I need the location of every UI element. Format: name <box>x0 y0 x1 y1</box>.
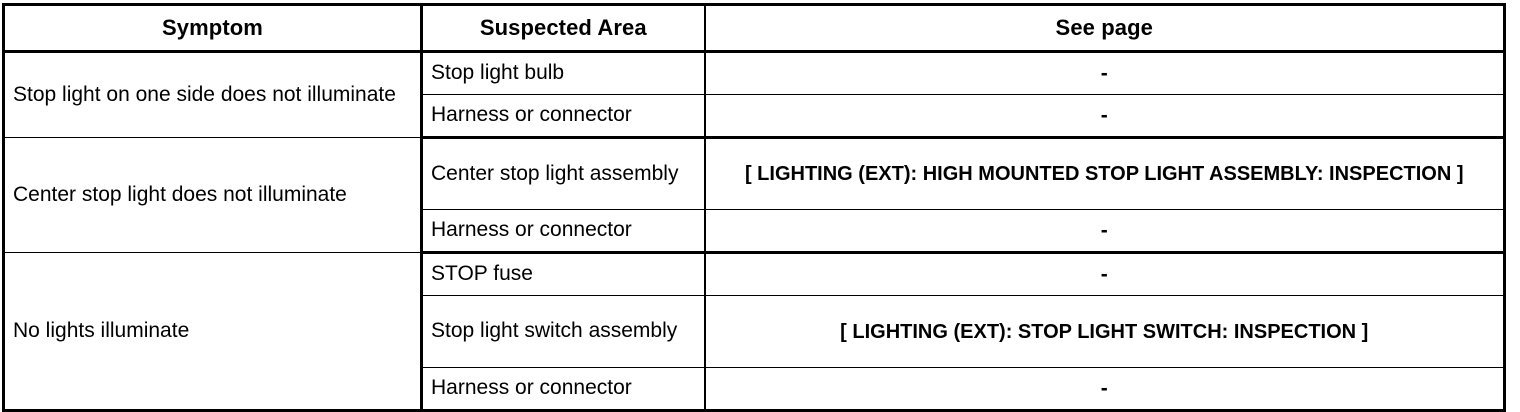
suspected-area-cell: Harness or connector <box>421 94 706 139</box>
see-page-cell: - <box>704 51 1505 95</box>
see-page-cell: [ LIGHTING (EXT): STOP LIGHT SWITCH: INS… <box>704 295 1505 368</box>
suspected-area-cell: Harness or connector <box>421 367 706 411</box>
table-row: Center stop light does not illuminate Ce… <box>3 137 1505 253</box>
column-header-suspected-area: Suspected Area <box>421 4 706 53</box>
symptom-troubleshooting-table: Symptom Suspected Area See page Stop lig… <box>2 3 1506 412</box>
table-row: No lights illuminate STOP fuse - <box>3 252 1505 411</box>
table-row: Stop light switch assembly [ LIGHTING (E… <box>4 295 1505 368</box>
see-page-cell: - <box>704 367 1505 411</box>
column-header-see-page: See page <box>704 4 1505 53</box>
suspected-area-cell: STOP fuse <box>421 252 706 296</box>
suspected-area-cell: Stop light bulb <box>421 51 706 95</box>
suspected-area-cell: Stop light switch assembly <box>421 295 706 368</box>
table-body: Stop light on one side does not illumina… <box>3 51 1505 411</box>
suspected-area-cell: Harness or connector <box>421 209 706 254</box>
symptom-cell: Center stop light does not illuminate <box>3 137 423 253</box>
see-page-cell: - <box>704 252 1505 296</box>
table-row: Harness or connector - <box>4 367 1505 411</box>
see-page-cell: - <box>704 209 1505 254</box>
header-row: Symptom Suspected Area See page <box>3 4 1505 53</box>
see-page-cell: - <box>704 94 1505 139</box>
symptom-cell: No lights illuminate <box>3 252 423 411</box>
symptom-cell: Stop light on one side does not illumina… <box>3 51 423 138</box>
suspected-area-cell: Center stop light assembly <box>421 137 706 210</box>
table-row: Stop light on one side does not illumina… <box>3 51 1505 138</box>
column-header-symptom: Symptom <box>3 4 423 53</box>
table-row: Harness or connector - <box>4 94 1505 139</box>
table-header: Symptom Suspected Area See page <box>3 4 1505 53</box>
see-page-cell: [ LIGHTING (EXT): HIGH MOUNTED STOP LIGH… <box>704 137 1505 210</box>
table-row: Harness or connector - <box>4 209 1505 254</box>
